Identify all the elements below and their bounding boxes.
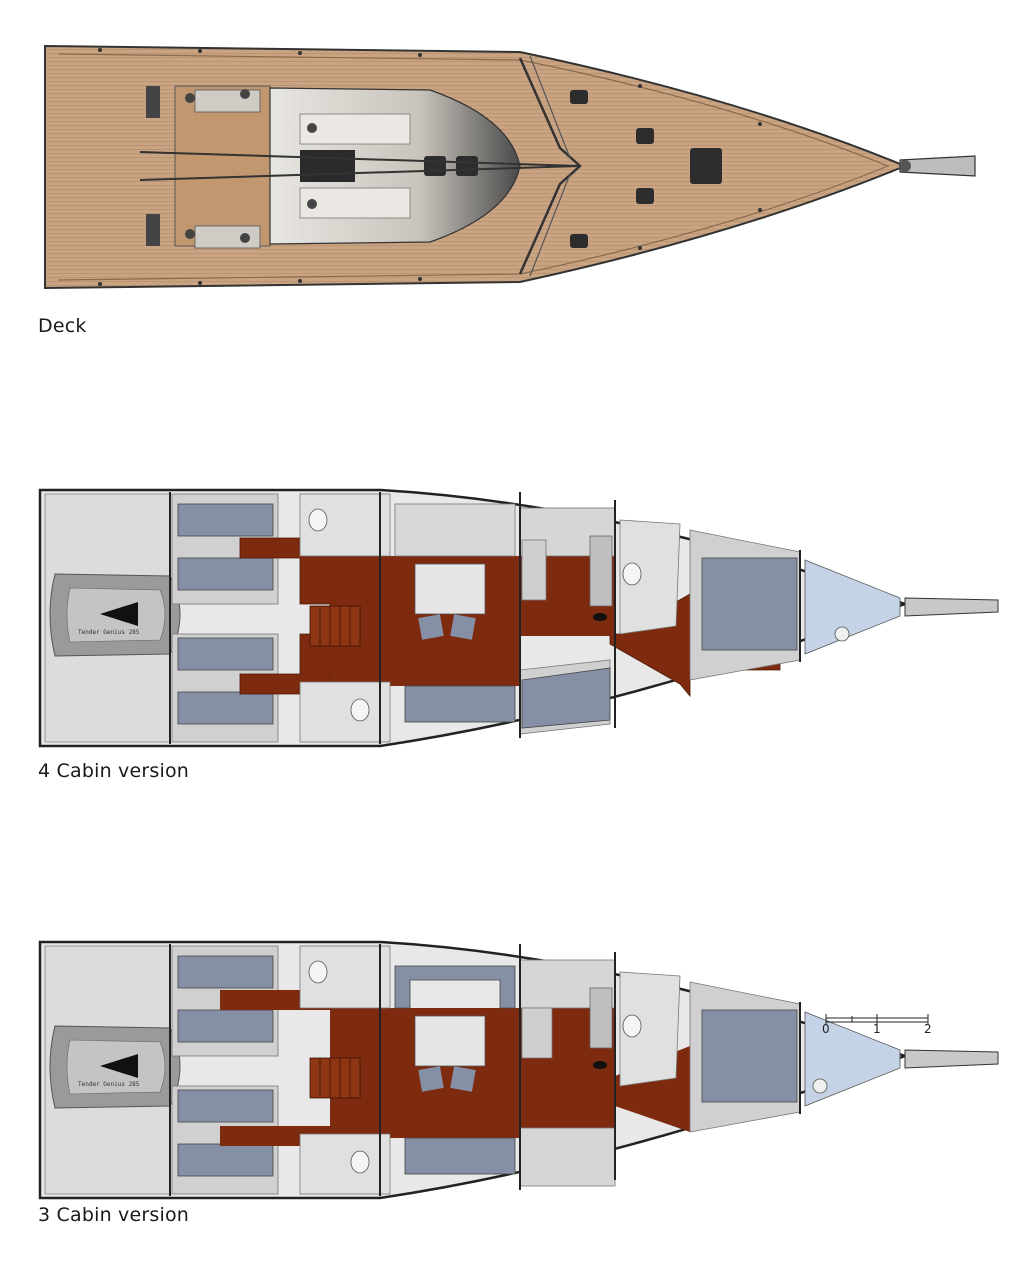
helm-wheel-starboard — [146, 214, 160, 246]
u-settee — [394, 965, 516, 1009]
three-cabin-drawing: Tender Genius 285 — [38, 940, 999, 1200]
cockpit-well — [174, 85, 271, 247]
owner-berth — [701, 557, 798, 651]
caption-four-cabin: 4 Cabin version — [38, 760, 190, 782]
deck-plan — [0, 38, 1024, 298]
four-cabin-drawing: Tender Genius 285 — [38, 488, 999, 748]
deck-plan-drawing — [44, 44, 976, 290]
aft-head-starboard — [299, 681, 391, 743]
three-cabin-plan: Tender Genius 285 — [0, 936, 1024, 1206]
saloon-settee-port — [394, 503, 516, 557]
scale-bar — [825, 1014, 929, 1024]
caption-three-cabin: 3 Cabin version — [38, 1204, 190, 1226]
scale-label-1: 1 — [873, 1022, 881, 1036]
scale-label-0: 0 — [822, 1022, 830, 1036]
companionway-steps — [309, 605, 361, 647]
caption-deck: Deck — [38, 315, 87, 337]
tender-label-3cab: Tender Genius 285 — [78, 1081, 140, 1088]
forward-head — [619, 519, 681, 635]
scale-label-2: 2 — [924, 1022, 932, 1036]
four-cabin-plan: Tender Genius 285 — [0, 484, 1024, 754]
bowsprit — [899, 155, 976, 177]
forepeak — [804, 559, 901, 655]
helm-wheel-port — [146, 86, 160, 118]
saloon-settee-starboard — [404, 685, 516, 723]
tender-label-4cab: Tender Genius 285 — [78, 629, 140, 636]
saloon-table — [414, 563, 486, 615]
